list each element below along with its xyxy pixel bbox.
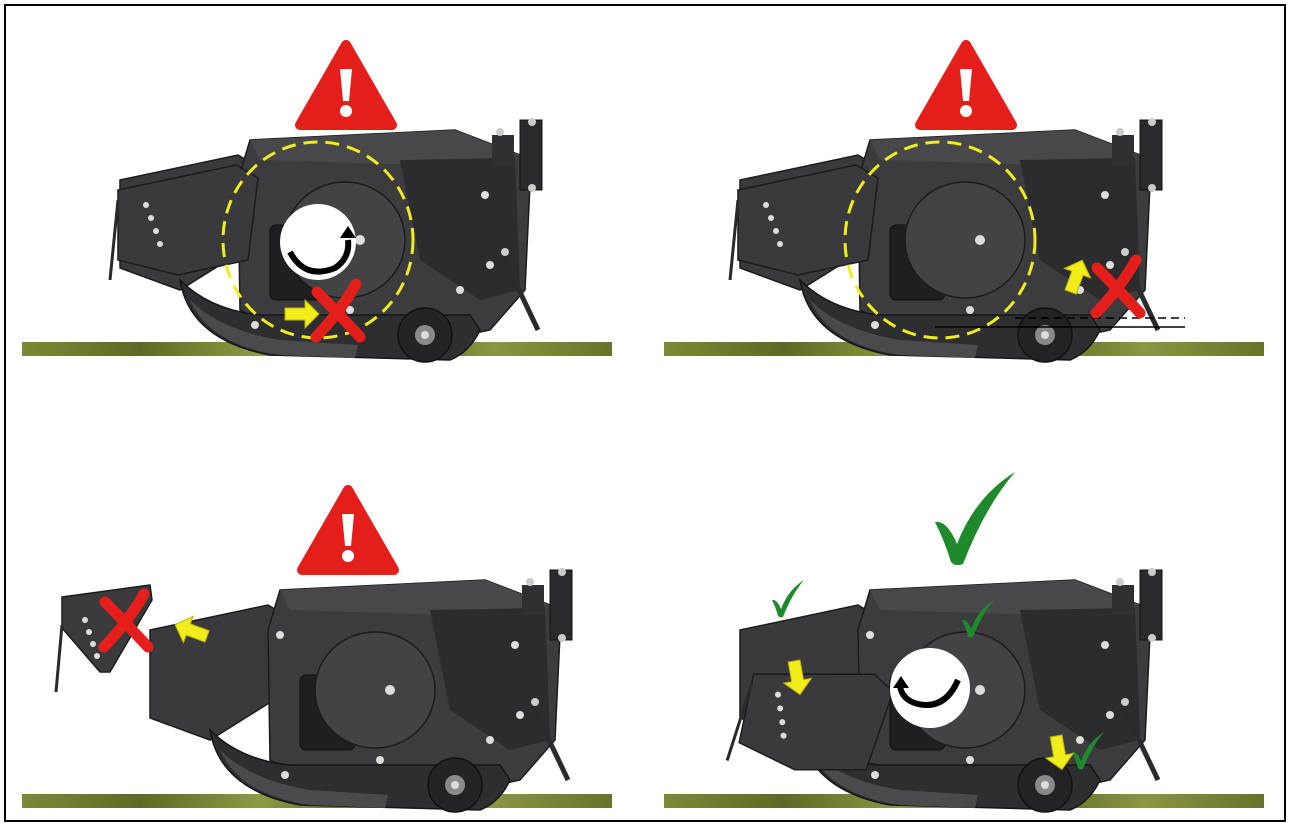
warning-triangle-icon [302, 490, 394, 570]
panel-bottom-right [664, 472, 1264, 812]
rotation-arrow-icon [280, 204, 356, 280]
check-icon [935, 472, 1015, 565]
panel-bottom-left [22, 490, 612, 812]
check-icon [772, 580, 804, 617]
panel-top-left [22, 45, 612, 362]
warning-triangle-icon [300, 45, 392, 125]
rotation-arrow-icon [890, 648, 970, 728]
machine [150, 568, 572, 812]
warning-triangle-icon [920, 45, 1012, 125]
panel-top-right [664, 45, 1264, 362]
